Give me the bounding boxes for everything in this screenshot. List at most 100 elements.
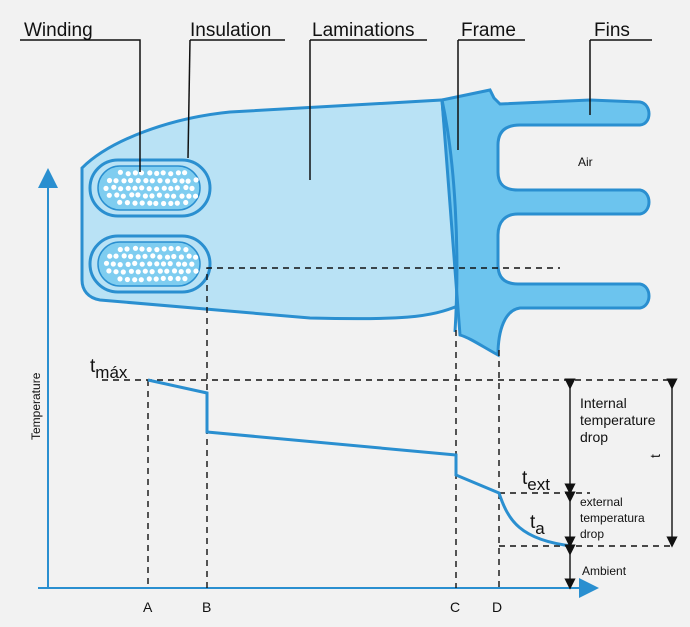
- conductor-dot: [171, 193, 177, 199]
- conductor-dot: [142, 193, 148, 199]
- conductor-dot: [117, 169, 123, 175]
- conductor-dot: [110, 261, 116, 267]
- conductor-dot: [168, 185, 174, 192]
- conductor-dot: [186, 193, 192, 199]
- conductor-dot: [113, 253, 119, 259]
- conductor-dot: [147, 170, 153, 176]
- conductor-dot: [165, 178, 171, 184]
- conductor-dot: [164, 254, 171, 260]
- conductor-dot: [179, 193, 185, 199]
- conductor-dot: [189, 185, 195, 191]
- conductor-dot: [125, 261, 131, 267]
- label-laminations: Laminations: [312, 20, 414, 41]
- conductor-dot: [176, 261, 182, 267]
- point-label-b: B: [202, 599, 211, 615]
- conductor-dot: [161, 185, 167, 191]
- conductor-dot: [125, 171, 131, 177]
- conductor-dot: [160, 170, 166, 176]
- conductor-dot: [172, 177, 178, 184]
- conductor-dot: [139, 200, 145, 206]
- conductor-dot: [149, 178, 155, 184]
- label-t-max: tmáx: [90, 356, 128, 382]
- conductor-dot: [124, 200, 130, 206]
- conductor-dot: [103, 185, 109, 191]
- conductor-dot: [111, 184, 117, 190]
- label-t-ext: text: [522, 468, 550, 494]
- conductor-dot: [160, 275, 166, 281]
- conductor-dot: [179, 178, 185, 184]
- label-air: Air: [578, 155, 593, 169]
- conductor-dot: [147, 261, 153, 267]
- label-winding: Winding: [24, 20, 93, 41]
- conductor-dot: [167, 261, 173, 267]
- conductor-dot: [121, 253, 127, 259]
- conductor-dot: [171, 253, 177, 260]
- conductor-dot: [161, 200, 167, 207]
- conductor-dot: [124, 276, 130, 283]
- label-external-drop-1: external: [580, 495, 623, 509]
- conductor-dot: [146, 276, 152, 282]
- conductor-dot: [178, 269, 184, 275]
- conductor-dot: [113, 269, 119, 275]
- conductor-dot: [178, 254, 184, 260]
- conductor-dot: [183, 199, 189, 206]
- conductor-dot: [183, 184, 189, 191]
- conductor-dot: [168, 200, 174, 206]
- conductor-dot: [182, 276, 188, 282]
- conductor-dot: [132, 245, 139, 251]
- conductor-dot: [154, 170, 160, 176]
- point-label-a: A: [143, 599, 153, 615]
- label-internal-drop-2: temperature: [580, 412, 656, 428]
- conductor-dot: [106, 177, 113, 184]
- label-ambient: Ambient: [582, 564, 627, 578]
- conductor-dot: [113, 178, 119, 184]
- conductor-dot: [157, 254, 163, 260]
- conductor-dot: [142, 253, 148, 259]
- frame-inner-boundary: [440, 99, 459, 333]
- conductor-dot: [192, 193, 199, 199]
- label-internal-drop-3: drop: [580, 429, 608, 445]
- conductor-dot: [132, 200, 138, 206]
- conductor-dot: [175, 276, 181, 282]
- conductor-dot: [193, 268, 199, 274]
- frame-with-fins: [440, 88, 651, 358]
- conductor-dot: [120, 193, 126, 199]
- conductor-dot: [183, 247, 189, 253]
- conductor-dot: [107, 253, 113, 259]
- dashed-guides: [102, 267, 672, 588]
- conductor-dot: [118, 186, 124, 192]
- conductor-dot: [117, 199, 123, 205]
- conductor-dot: [135, 192, 141, 198]
- label-frame: Frame: [461, 20, 516, 41]
- conductor-dot: [139, 261, 145, 267]
- conductor-dot: [189, 261, 195, 267]
- conductor-dot: [186, 253, 192, 259]
- conductor-dot: [114, 192, 120, 198]
- conductor-dot: [182, 261, 188, 267]
- y-axis-label: Temperature: [29, 372, 43, 440]
- conductor-dot: [157, 178, 163, 184]
- conductor-dot: [174, 185, 180, 191]
- conductor-dot: [160, 261, 167, 267]
- temperature-curve: [147, 378, 573, 548]
- winding-slot-upper: [88, 158, 212, 218]
- label-t-total: t: [647, 454, 663, 458]
- conductor-dot: [153, 276, 159, 282]
- winding-slot-lower: [88, 234, 212, 294]
- conductor-dot: [132, 260, 138, 266]
- label-leaders: [20, 39, 652, 180]
- conductor-dot: [154, 247, 160, 253]
- conductor-dot: [143, 178, 149, 184]
- conductor-dot: [146, 186, 152, 192]
- label-internal-drop-1: Internal: [580, 395, 627, 411]
- conductor-dot: [128, 268, 134, 274]
- conductor-dot: [185, 268, 191, 274]
- conductor-dot: [168, 245, 174, 252]
- conductor-dot: [128, 253, 134, 260]
- conductor-dot: [120, 269, 126, 275]
- conductor-dot: [193, 254, 199, 260]
- label-fins: Fins: [594, 20, 630, 41]
- conductor-dot: [171, 268, 178, 274]
- conductor-dot: [103, 260, 110, 266]
